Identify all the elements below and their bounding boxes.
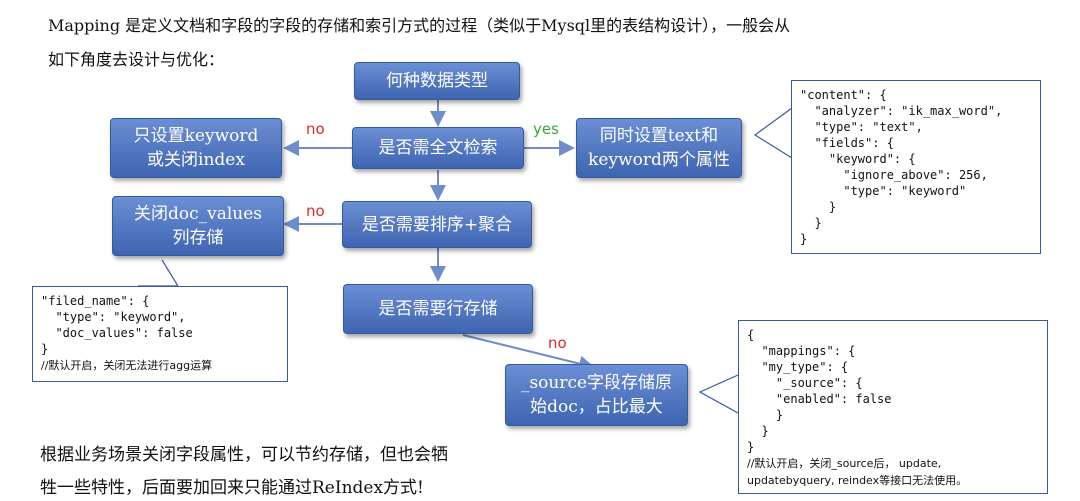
- label-no-sort: no: [306, 202, 325, 220]
- callout-pointer-filed: [138, 259, 180, 287]
- node-keyword-only: 只设置keyword 或关闭index: [110, 118, 282, 178]
- intro-line-2: 如下角度去设计与优化：: [48, 50, 225, 69]
- node-fulltext-search: 是否需全文检索: [352, 127, 524, 169]
- code-mappings-source: { "mappings": { "my_type": { "_source": …: [738, 320, 1048, 494]
- label-no-fulltext: no: [306, 120, 325, 138]
- node-sort-aggregate: 是否需要排序+聚合: [342, 201, 532, 248]
- footer-line-1: 根据业务场景关闭字段属性，可以节约存储，但也会牺: [40, 445, 448, 465]
- footer-line-2: 牲一些特性，后面要加回来只能通过ReIndex方式!: [40, 478, 424, 498]
- node-source-field: _source字段存储原 始doc，占比最大: [505, 364, 688, 426]
- mappings-comment-2: updatebyquery, reindex等接口无法使用。: [747, 474, 968, 487]
- label-no-store: no: [548, 334, 567, 352]
- code-content-mapping: "content": { "analyzer": "ik_max_word", …: [791, 80, 1041, 254]
- label-yes-fulltext: yes: [533, 120, 559, 138]
- callout-pointer-mappings: [698, 374, 739, 414]
- arrow-store-no: [462, 334, 595, 372]
- node-data-type: 何种数据类型: [354, 62, 520, 100]
- mappings-comment-1: //默认开启，关闭_source后， update,: [747, 457, 942, 470]
- intro-line-1: Mapping 是定义文档和字段的字段的存储和索引方式的过程（类似于Mysql里…: [48, 16, 791, 35]
- callout-pointer-content: [753, 107, 793, 159]
- filed-name-json: "filed_name": { "type": "keyword", "doc_…: [41, 294, 193, 356]
- node-row-storage: 是否需要行存储: [343, 284, 533, 334]
- node-close-doc-values: 关闭doc_values 列存储: [112, 196, 284, 256]
- filed-name-comment: //默认开启，关闭无法进行agg运算: [41, 359, 213, 372]
- code-filed-name: "filed_name": { "type": "keyword", "doc_…: [32, 286, 288, 382]
- node-text-and-keyword: 同时设置text和 keyword两个属性: [576, 118, 742, 178]
- mappings-json: { "mappings": { "my_type": { "_source": …: [747, 328, 892, 454]
